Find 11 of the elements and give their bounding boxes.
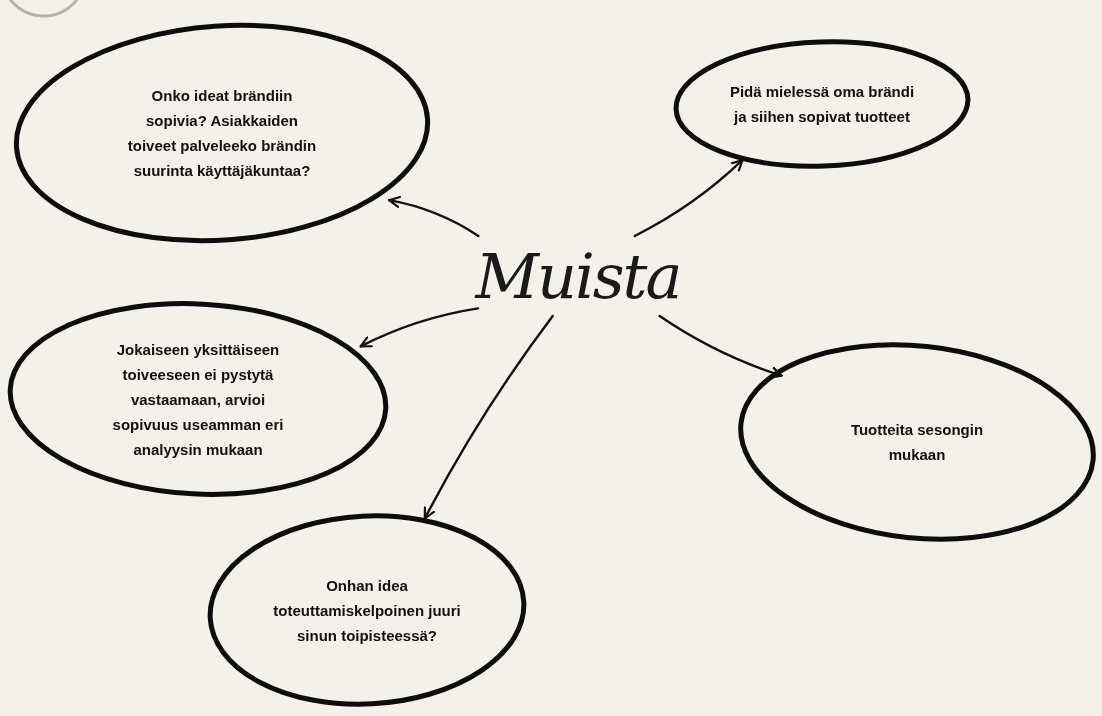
arrow [658, 314, 783, 379]
arrow [423, 314, 554, 520]
arrow [633, 158, 744, 238]
bubble-text: Pidä mielessä oma brändi ja siihen sopivat tuotteet [728, 82, 916, 127]
bubble-text: Jokaiseen yksittäiseen toiveeseen ei pystytä vastaamaan, arvioi sopivuus useamman eri analyysin mukaan [111, 339, 285, 460]
arrow [388, 196, 480, 238]
bubble-text: Tuotteita sesongin mukaan [849, 420, 985, 465]
arrow [359, 307, 480, 348]
bubble-text: Onko ideat brändiin sopivia? Asiakkaiden toiveet palveleeko brändin suurinta käyttäjäkuntaa? [127, 86, 317, 181]
bubble-text: Onhan idea toteuttamiskelpoinen juuri sinun toipisteessä? [272, 575, 462, 646]
title-script: Muista [475, 239, 681, 313]
